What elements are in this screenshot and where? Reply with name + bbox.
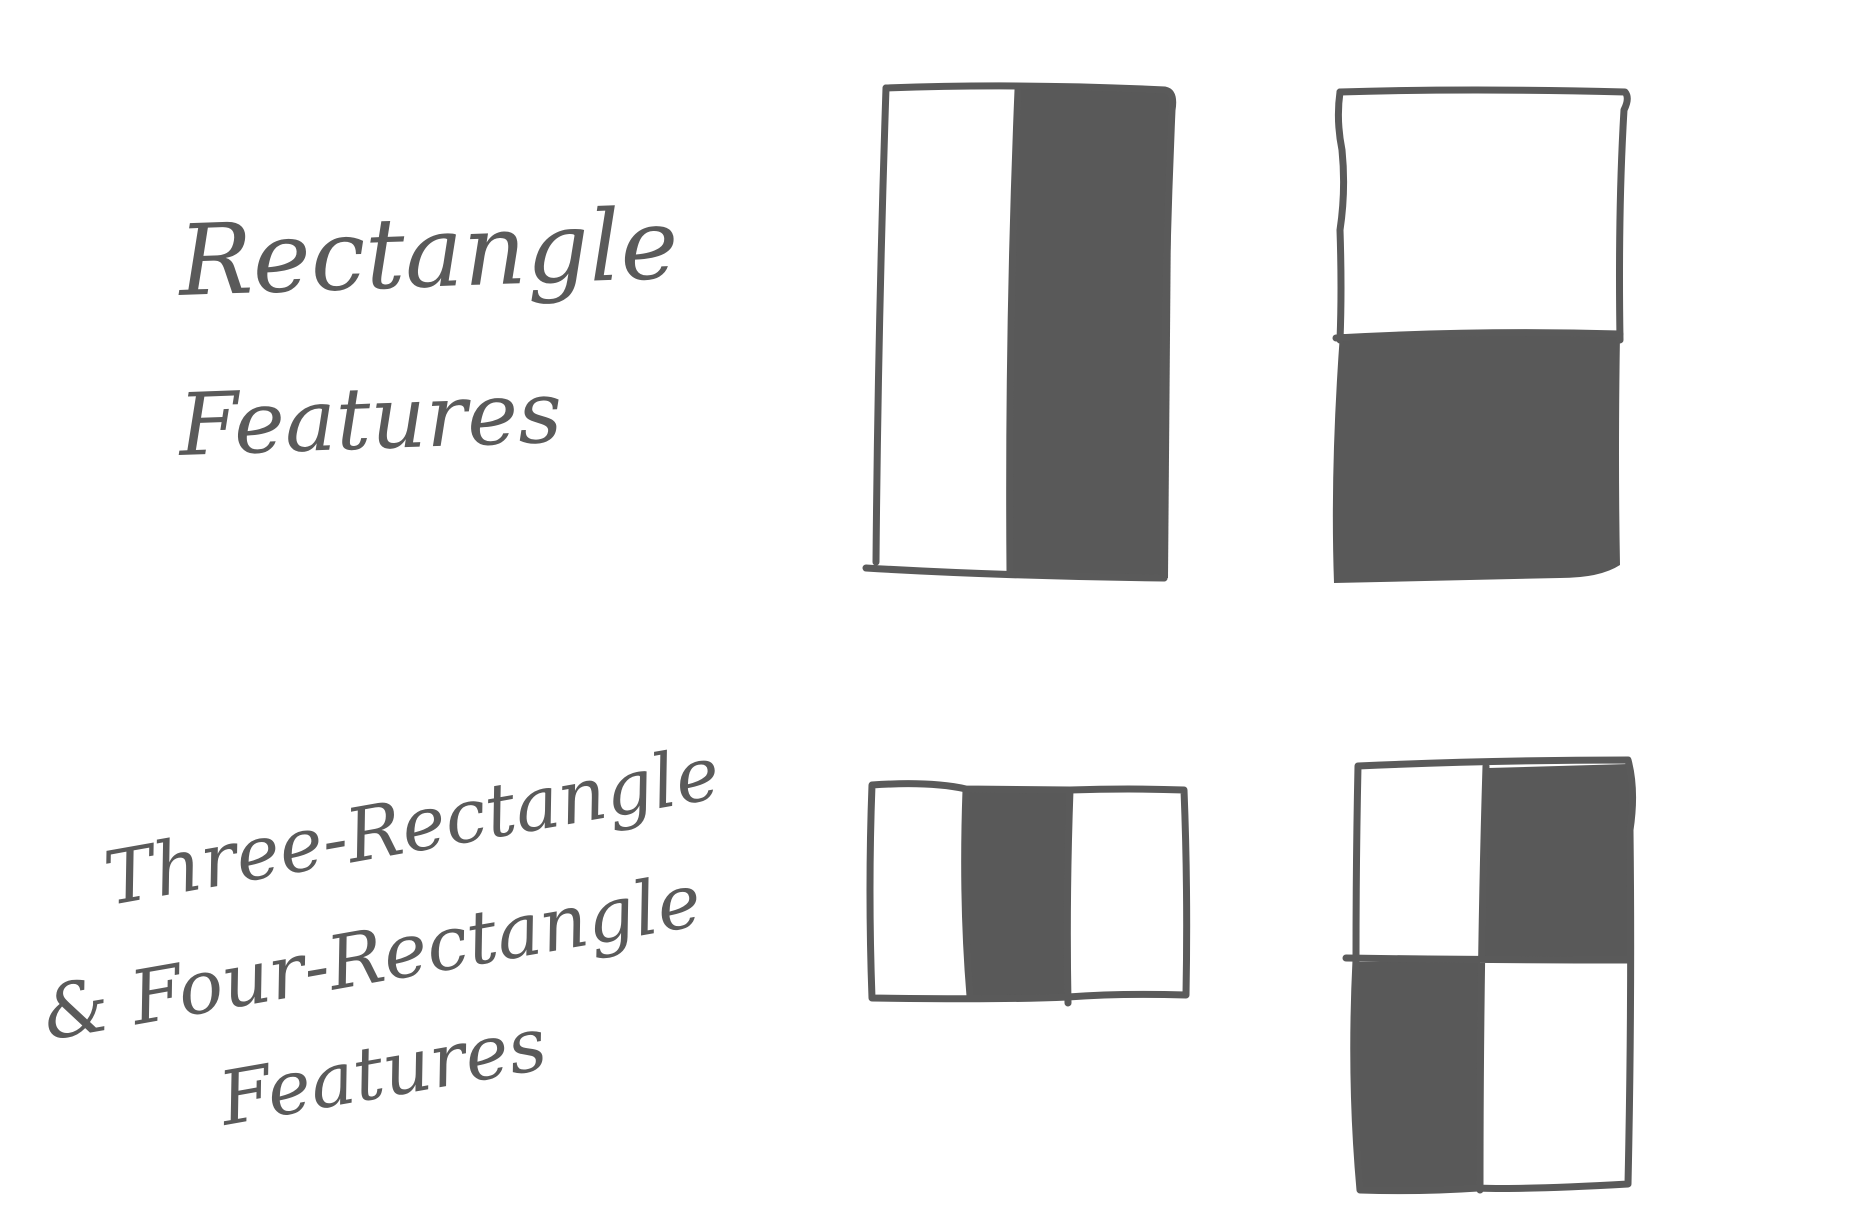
feature-a-white-region (880, 88, 1018, 568)
feature-b-outline-top-right (1336, 86, 1631, 344)
feature-a-outline-left-bottom (862, 84, 1168, 582)
two-rect-feature-horizontal (1332, 86, 1631, 583)
feature-d-dark-bottom-left (1354, 962, 1481, 1190)
feature-b-outline-left-mid (1332, 88, 1624, 344)
four-rect-feature (1342, 756, 1637, 1195)
feature-c-dark-middle (965, 792, 1070, 998)
feature-d-dark-top-right (1478, 764, 1632, 962)
three-rect-feature (866, 780, 1191, 1007)
feature-a-dark-region (1008, 88, 1172, 578)
label-rectangle-features: Rectangle Features (175, 188, 680, 476)
feature-d-outline (1350, 756, 1637, 1195)
feature-b-dark-region (1332, 334, 1620, 583)
label-rectangle-line1: Rectangle (175, 188, 680, 319)
feature-c-dividers (961, 786, 1074, 1007)
feature-b-white-region (1342, 96, 1622, 334)
feature-c-outline (866, 780, 1191, 1003)
label-features-bottom: Features (211, 1001, 553, 1143)
label-rectangle-line2: Features (175, 363, 563, 476)
label-three-four-features: Three-Rectangle & Four-Rectangle Feature… (36, 730, 726, 1143)
feature-d-dividers (1342, 762, 1634, 1194)
two-rect-feature-vertical (862, 82, 1177, 582)
feature-a-outline-top-right (882, 82, 1177, 582)
